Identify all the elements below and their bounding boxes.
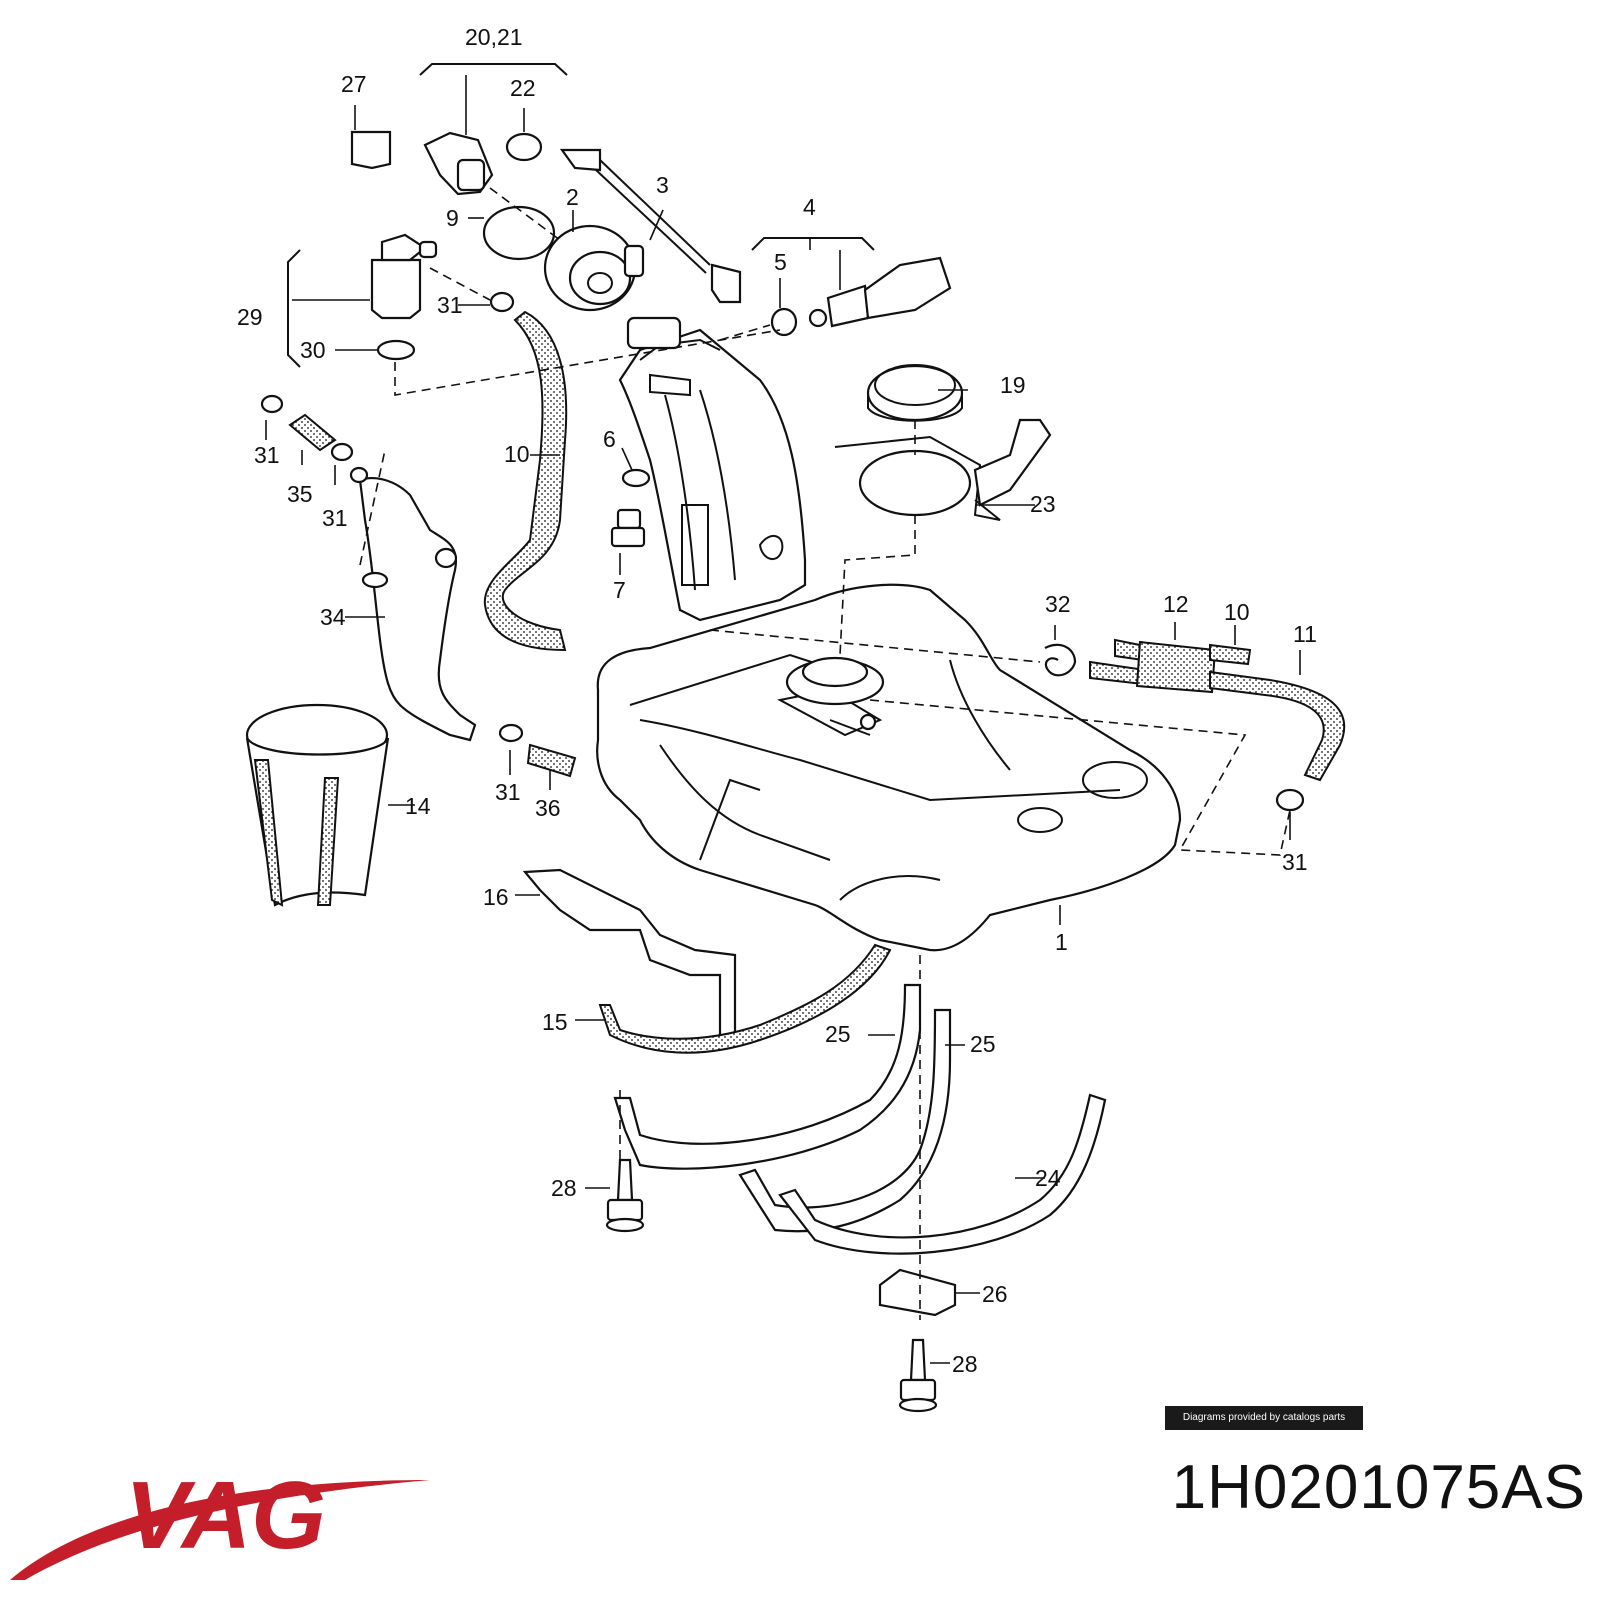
credit-badge: Diagrams provided by catalogs parts: [1165, 1406, 1363, 1430]
filter-12: [1089, 638, 1217, 694]
clip-32: [1044, 643, 1077, 677]
seal-23: [834, 418, 1052, 521]
logo-swoosh: [10, 1480, 430, 1580]
callout-36: 36: [535, 795, 561, 821]
callouts: 20,21 27 22 3 2 9 4 5 29 31 30 19 10 6 3…: [237, 24, 1317, 1377]
callout-10b: 10: [1224, 599, 1250, 625]
callout-9: 9: [446, 205, 459, 231]
level-sender-3: [559, 148, 742, 304]
bolt-28a: [605, 1158, 645, 1233]
callout-6: 6: [603, 426, 616, 452]
callout-29: 29: [237, 304, 263, 330]
callout-31d: 31: [495, 779, 521, 805]
callout-11: 11: [1293, 621, 1317, 647]
hose-35: [288, 413, 337, 452]
valve-29: [370, 233, 438, 320]
fuel-tank: [596, 583, 1182, 952]
callout-16: 16: [483, 884, 509, 910]
callout-3: 3: [656, 172, 669, 198]
callout-10a: 10: [504, 441, 530, 467]
bolt-7: [610, 508, 646, 548]
callout-12: 12: [1163, 591, 1189, 617]
clip-27: [350, 130, 392, 170]
callout-35: 35: [287, 481, 313, 507]
bolt-28b: [898, 1338, 938, 1413]
callout-31a: 31: [437, 292, 463, 318]
strap-24: [778, 1093, 1107, 1255]
o-ring-9: [482, 205, 556, 261]
bracket-20-21: [419, 63, 568, 76]
part-number: 1H0201075AS: [1171, 1453, 1586, 1522]
assembly-lines: [359, 187, 1291, 1320]
ring-30: [376, 339, 416, 361]
connector-4: [808, 256, 952, 328]
bracket-26: [878, 1268, 957, 1317]
callout-27: 27: [341, 71, 367, 97]
strap-25a: [613, 983, 922, 1170]
callout-32: 32: [1045, 591, 1071, 617]
callout-20-21: 20,21: [465, 24, 523, 50]
clamp-31c: [330, 442, 354, 462]
hose-11: [1209, 670, 1346, 782]
callout-24: 24: [1035, 1165, 1061, 1191]
callout-14: 14: [405, 793, 431, 819]
callout-2: 2: [566, 184, 579, 210]
callout-22: 22: [510, 75, 536, 101]
callout-31e: 31: [1282, 849, 1308, 875]
callout-28a: 28: [551, 1175, 577, 1201]
washer-6: [621, 468, 651, 488]
callout-5: 5: [774, 249, 787, 275]
hose-10b: [1209, 643, 1252, 666]
clamp-31b: [260, 394, 284, 414]
callout-26: 26: [982, 1281, 1008, 1307]
seal-ring-22: [505, 132, 543, 162]
filler-neck: [618, 316, 807, 622]
hose-36: [526, 743, 577, 778]
ring-5: [770, 307, 798, 337]
shield-16: [522, 868, 737, 1042]
callout-7: 7: [613, 577, 626, 603]
hose-10: [483, 310, 568, 652]
callout-1: 1: [1055, 929, 1068, 955]
sender-unit: [423, 131, 494, 196]
clamp-31a: [489, 291, 515, 313]
callout-30: 30: [300, 337, 326, 363]
callout-19: 19: [1000, 372, 1026, 398]
callout-31c: 31: [322, 505, 348, 531]
bracket-29: [287, 249, 301, 368]
bracket-4: [751, 237, 875, 251]
callout-28b: 28: [952, 1351, 978, 1377]
leader-lines: [265, 75, 1301, 1364]
brand-name: VAG: [125, 1462, 326, 1569]
clamp-31e: [1275, 788, 1305, 812]
clamp-31d: [498, 723, 524, 743]
locking-ring-19: [866, 364, 964, 422]
callout-34: 34: [320, 604, 346, 630]
brand-logo: VAG: [10, 1462, 430, 1580]
callout-25b: 25: [970, 1031, 996, 1057]
canister-34: [349, 466, 477, 742]
callout-25a: 25: [825, 1021, 851, 1047]
heat-shield-14: [245, 703, 390, 907]
callout-4: 4: [803, 194, 816, 220]
callout-31b: 31: [254, 442, 280, 468]
pump-2: [543, 224, 645, 312]
insulation-15: [598, 943, 892, 1054]
callout-23: 23: [1030, 491, 1056, 517]
callout-15: 15: [542, 1009, 568, 1035]
strap-25b: [738, 1008, 952, 1233]
